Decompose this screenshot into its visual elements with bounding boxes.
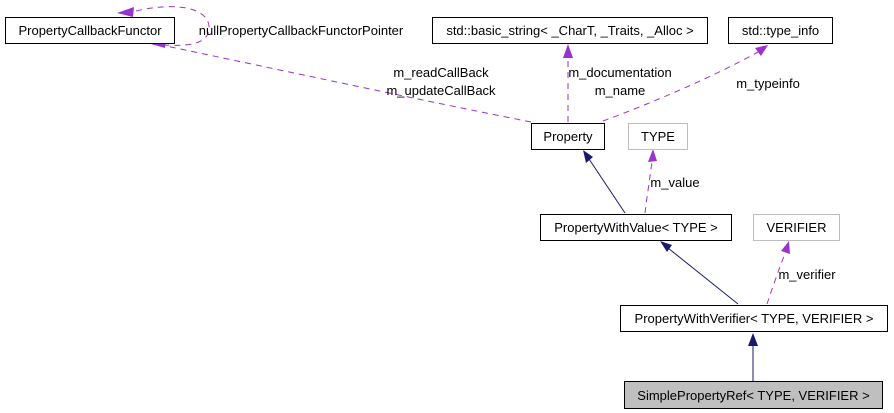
edge-documentation-name (563, 44, 573, 122)
edge-label-update-callback: m_updateCallBack (386, 83, 496, 98)
edge-label-read-update: m_readCallBack m_updateCallBack (386, 64, 495, 100)
node-property-with-verifier[interactable]: PropertyWithVerifier< TYPE, VERIFIER > (620, 305, 888, 332)
edge-label-null-pointer: nullPropertyCallbackFunctorPointer (198, 23, 404, 38)
node-property[interactable]: Property (531, 123, 605, 150)
edge-typeinfo (602, 45, 768, 122)
edge-label-read-callback: m_readCallBack (393, 65, 489, 80)
node-type-param: TYPE (628, 123, 688, 150)
edge-label-typeinfo: m_typeinfo (736, 76, 800, 91)
node-std-basic-string: std::basic_string< _CharT, _Traits, _All… (432, 17, 708, 44)
edge-inherit-ref-verifier (748, 333, 758, 381)
edge-label-name: m_name (594, 83, 646, 98)
edge-label-documentation: m_documentation (568, 65, 672, 80)
node-std-type-info: std::type_info (728, 17, 833, 44)
edge-inherit-value-property (583, 150, 626, 214)
edge-verifier (766, 241, 790, 305)
node-property-with-value[interactable]: PropertyWithValue< TYPE > (540, 214, 732, 241)
edge-self-null-pointer (117, 6, 210, 46)
edge-value (644, 149, 657, 214)
node-property-callback-functor[interactable]: PropertyCallbackFunctor (5, 17, 175, 44)
edge-inherit-verifier-value (660, 241, 739, 305)
node-verifier-param: VERIFIER (753, 214, 840, 241)
edge-label-verifier: m_verifier (778, 267, 836, 282)
node-simple-property-ref: SimplePropertyRef< TYPE, VERIFIER > (624, 381, 883, 409)
edge-label-value: m_value (650, 175, 700, 190)
edge-label-documentation-name: m_documentation m_name (568, 64, 671, 100)
